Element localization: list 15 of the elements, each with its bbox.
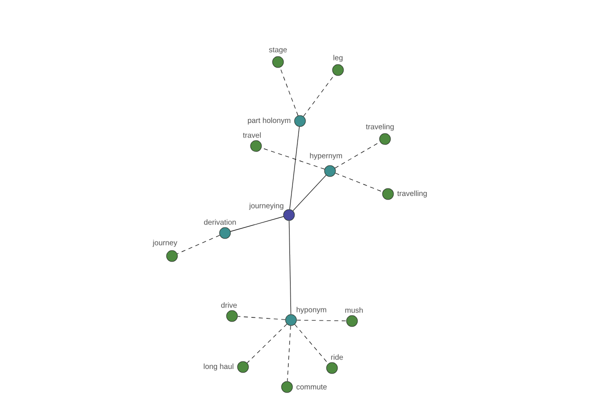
connector-line bbox=[280, 67, 298, 116]
connector-line bbox=[303, 74, 335, 117]
connector-line bbox=[287, 325, 291, 382]
connector-line bbox=[334, 142, 380, 168]
connector-line bbox=[335, 172, 383, 192]
connector-line bbox=[288, 220, 292, 315]
connector-line bbox=[237, 316, 286, 320]
connector-line bbox=[261, 148, 325, 170]
connector-line bbox=[230, 216, 284, 232]
connector-line bbox=[246, 324, 288, 364]
connector-line bbox=[289, 126, 300, 210]
connector-line bbox=[292, 174, 326, 212]
connector-line bbox=[294, 324, 329, 364]
connector-line bbox=[296, 320, 347, 322]
connector-line bbox=[177, 235, 220, 254]
